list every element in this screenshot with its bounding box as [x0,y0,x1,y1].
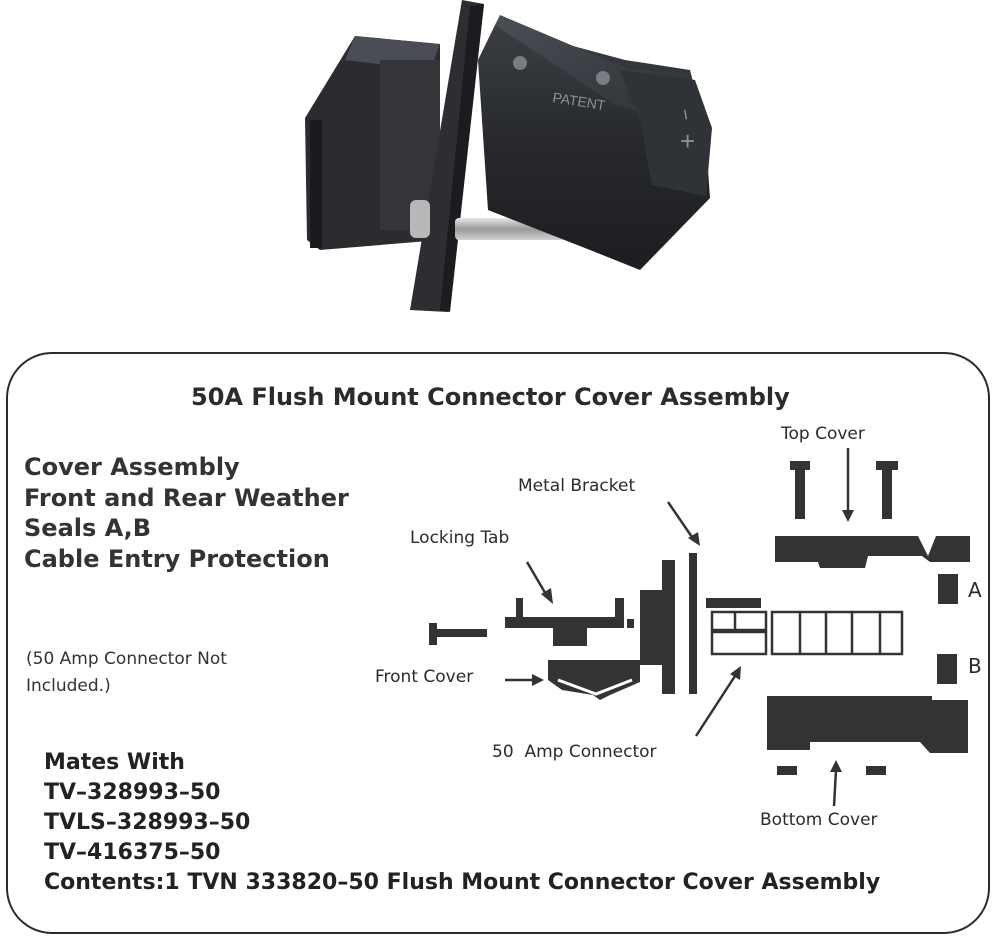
diagram-title: 50A Flush Mount Connector Cover Assembly [191,383,790,411]
note-line: (50 Amp Connector Not [26,649,227,669]
polarity-plus-marking: + [680,126,695,156]
mates-section: Mates With TV–328993–50 TVLS–328993–50 T… [44,748,880,898]
top-cover-screw-left [790,461,810,519]
polarity-minus-marking: − [673,107,697,122]
top-cover-part [775,536,970,568]
mates-part: TV–328993–50 [44,780,221,805]
top-cover-screw-right [876,461,898,519]
seal-a-part [938,574,958,604]
bottom-cover-part [767,696,968,753]
feature-item: Cover Assembly [24,453,240,481]
front-pin [429,623,437,645]
bottom-cover-foot-left [777,766,797,775]
connector-outline-upper [710,610,768,632]
feature-item: Cable Entry Protection [24,544,330,573]
contents-line: Contents:1 TVN 333820–50 Flush Mount Con… [44,870,881,895]
seal-b-part [937,654,957,684]
mates-part: TVLS–328993–50 [44,810,251,835]
front-cover: PATENT − + [478,15,712,270]
locking-tab-part [505,598,624,646]
label-bottom-cover: Bottom Cover [760,810,878,830]
rear-housing [305,36,440,250]
label-locking-tab: Locking Tab [410,528,510,548]
feature-item: Seals A,B [24,514,152,542]
connector-top-block [706,598,761,608]
metal-bracket-part [689,553,697,694]
label-seal-b: B [968,654,982,678]
rear-body-part [640,560,675,694]
front-cover-part [548,660,640,700]
label-seal-a: A [968,578,982,602]
connector-outline-lower [710,630,768,656]
label-top-cover: Top Cover [781,424,865,444]
feature-list: Cover Assembly Front and Rear Weather Se… [24,452,349,574]
connector-note: (50 Amp Connector Not Included.) [26,646,227,700]
label-metal-bracket: Metal Bracket [518,476,636,496]
label-50-amp-connector: 50 Amp Connector [492,742,657,762]
product-photo: PATENT − + [305,0,712,312]
bottom-cover-foot-right [866,766,886,775]
note-line: Included.) [26,676,111,696]
locking-tab-pin [627,619,634,628]
feature-item: Front and Rear Weather [24,483,349,512]
front-pin-shaft [437,629,487,637]
label-front-cover: Front Cover [375,667,474,687]
cable-entry-grid [770,610,904,656]
mates-heading: Mates With [44,750,185,775]
mates-part: TV–416375–50 [44,840,221,865]
